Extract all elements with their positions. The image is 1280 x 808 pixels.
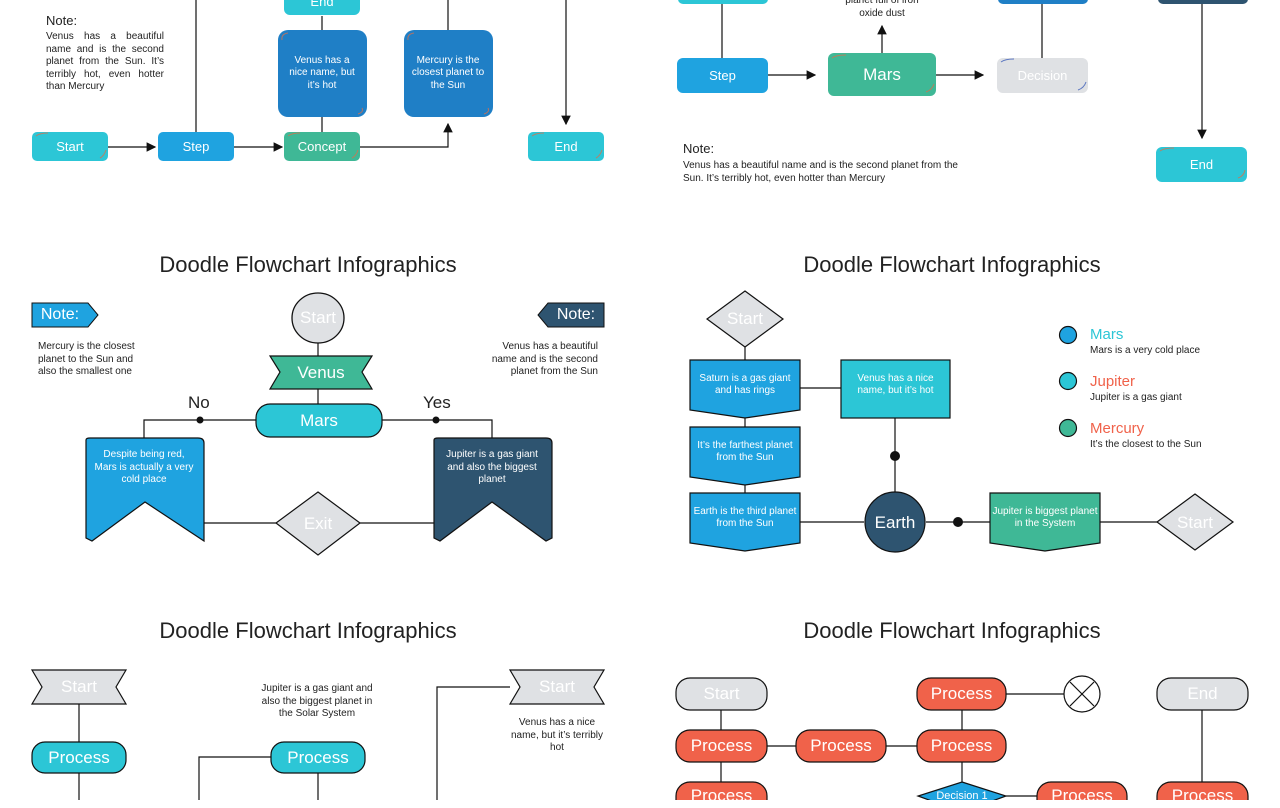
start-node[interactable] [32,132,108,161]
legend-dot-jupiter [1058,371,1078,391]
p6-process-e-node[interactable] [1036,781,1128,800]
yes-dot [432,416,440,424]
legend-desc-jupiter: Jupiter is a gas giant [1090,392,1182,403]
p6-stop-icon [1063,675,1101,713]
p6-process-f-node[interactable] [1156,781,1249,800]
legend-title-jupiter: Jupiter [1090,373,1136,390]
p4-start-diamond[interactable] [705,290,785,348]
panel1-connectors [108,0,571,152]
p4-dot-vertical [890,451,900,461]
p6-process-b-node[interactable] [795,729,887,763]
p1-note-heading: Note: [46,13,78,28]
p3-mars-node[interactable] [255,403,383,438]
p6-start-node[interactable] [675,677,768,711]
p3-exit-diamond[interactable] [274,491,362,556]
p6-process-c-node[interactable] [916,729,1007,763]
p2-step-node[interactable] [677,58,768,93]
p3-right-box[interactable] [433,437,553,542]
p3-left-box[interactable] [85,437,205,543]
p2-top-right-node[interactable] [1158,0,1248,4]
legend-desc-mercury: It’s the closest to the Sun [1090,439,1202,450]
p4-title: Doodle Flowchart Infographics [803,252,1101,277]
venus-box-node[interactable] [278,30,367,117]
p3-yes-label: Yes [423,393,451,412]
doodle-strokes-p1 [35,32,603,159]
p2-decision-node[interactable] [997,58,1088,93]
p5-right-text: Venus has a nice name, but it’s terribly… [510,717,604,753]
p4-jupiter-node[interactable] [989,492,1101,552]
p2-end-node[interactable] [1156,147,1247,182]
p5-process2-node[interactable] [270,741,366,774]
mercury-box-node[interactable] [404,30,493,117]
p3-start-circle[interactable] [291,292,345,344]
end-top-node[interactable] [284,0,360,15]
legend-title-mars: Mars [1090,326,1124,343]
legend-title-mercury: Mercury [1090,420,1145,437]
legend-dot-mercury [1058,418,1078,438]
p3-note-right-text: Venus has a beautiful name and is the se… [491,341,598,377]
p1-note-text: Venus has a beautiful name and is the se… [46,31,164,92]
panel2-connectors [721,0,1207,140]
p4-farthest-node[interactable] [689,426,801,486]
doodle-strokes-p2 [831,54,1246,179]
p4-earth-text-node[interactable] [689,492,801,552]
p2-note-text: Venus has a beautiful name and is the se… [683,160,958,184]
p4-venus-node[interactable] [840,359,951,419]
p6-process-top-node[interactable] [916,677,1007,711]
concept-node[interactable] [284,132,360,161]
panel6-connectors [720,693,1203,797]
step-node[interactable] [158,132,234,161]
p4-saturn-node[interactable] [689,359,801,419]
note-right-tag [537,302,605,328]
p5-title: Doodle Flowchart Infographics [159,618,457,643]
panel3-connectors [143,342,493,524]
p2-top-mid-node[interactable] [998,0,1088,4]
doodle-strokes-p2b [1000,58,1087,91]
legend-desc-mars: Mars is a very cold place [1090,345,1201,356]
panel5-connectors [78,686,510,800]
p6-process-d-node[interactable] [675,781,768,800]
p2-top-left-node[interactable] [678,0,768,4]
p2-note-heading: Note: [683,141,715,156]
legend-dot-mars [1058,325,1078,345]
p5-mid-text: Jupiter is a gas giant and also the bigg… [261,683,373,719]
p5-process1-node[interactable] [31,741,127,774]
note-left-tag [31,302,99,328]
p4-start-right-diamond[interactable] [1155,493,1235,551]
p4-dot-horizontal [953,517,963,527]
p2-mars-node[interactable] [828,53,936,96]
p6-process-a-node[interactable] [675,729,768,763]
end-node[interactable] [528,132,604,161]
p5-start1-banner[interactable] [30,669,128,705]
p5-start2-banner[interactable] [508,669,606,705]
p3-no-label: No [188,393,210,412]
p6-title: Doodle Flowchart Infographics [803,618,1101,643]
p4-earth-circle[interactable] [864,491,926,553]
no-dot [196,416,204,424]
p3-title: Doodle Flowchart Infographics [159,252,457,277]
p6-end-node[interactable] [1156,677,1249,711]
p3-venus-banner[interactable] [268,355,374,390]
p3-note-left-text: Mercury is the closest planet to the Sun… [38,341,135,377]
p6-decision-diamond[interactable] [916,781,1008,800]
